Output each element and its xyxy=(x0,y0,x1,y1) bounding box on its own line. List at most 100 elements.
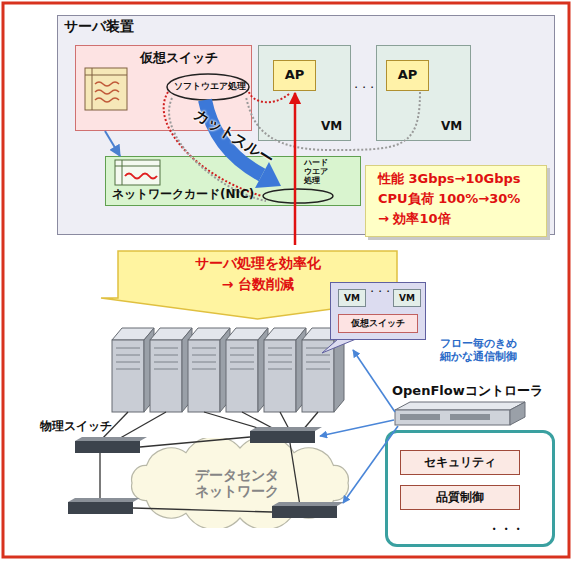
control-arrow xyxy=(353,350,395,412)
virtual-switch-box: 仮想スイッチ xyxy=(338,314,418,333)
server-front xyxy=(150,340,182,412)
node-text: ソフトウエア処理 xyxy=(174,82,246,92)
table-frame xyxy=(115,160,160,185)
drive-bay xyxy=(230,355,254,356)
drive-bay xyxy=(154,362,178,363)
flow-table-icon xyxy=(85,68,127,110)
node-text: サーバ処理を効率化 xyxy=(195,255,321,271)
controller-side xyxy=(510,402,525,425)
flow-path-dotted xyxy=(249,92,289,102)
server-top xyxy=(188,328,230,340)
node-text: 品質制御 xyxy=(436,491,484,505)
app-box: AP xyxy=(273,60,316,91)
network-cloud: データセンタ ネットワーク xyxy=(120,438,360,528)
server-front xyxy=(188,340,220,412)
drive-bay xyxy=(192,362,216,363)
connector-arrow xyxy=(105,131,120,156)
node-text: 仮想スイッチ xyxy=(140,51,218,66)
server-top xyxy=(226,328,268,340)
switch-body xyxy=(75,441,140,453)
node-text: → 効率10倍 xyxy=(378,212,451,227)
node-text: AP xyxy=(285,68,305,83)
drive-bay xyxy=(268,348,292,349)
cable xyxy=(99,453,100,502)
node-text: → 台数削減 xyxy=(222,276,295,292)
node-text: サーバ装置 xyxy=(64,18,134,34)
function-box: セキュリティ xyxy=(400,450,520,475)
drive-bay xyxy=(268,362,292,363)
server-side xyxy=(220,328,230,412)
packet-path xyxy=(294,93,297,245)
drive-bay xyxy=(192,369,216,370)
performance-callout: 性能 3Gbps→10GbpsCPU負荷 100%→30% → 効率10倍 xyxy=(365,165,547,237)
controller-bay xyxy=(450,414,490,420)
vm-box: VMAP xyxy=(376,45,471,141)
table-row xyxy=(85,75,127,76)
controller-illustration xyxy=(395,402,525,425)
switch-top xyxy=(68,498,140,502)
virtual-switch-box: 仮想スイッチソフトウエア処理 xyxy=(75,45,252,131)
outer-frame xyxy=(3,3,569,557)
software-ellipse xyxy=(167,74,249,100)
drive-bay xyxy=(230,348,254,349)
controller-function-panel: ・・・ セキュリティ品質制御 xyxy=(385,430,555,547)
server-rack-illustration xyxy=(112,328,344,412)
control-arrows xyxy=(320,350,398,503)
cable xyxy=(290,443,300,506)
cable xyxy=(204,412,268,431)
server-side xyxy=(334,328,344,412)
control-arrow xyxy=(320,420,394,436)
drive-bay xyxy=(192,355,216,356)
nic-table-icon xyxy=(115,160,160,185)
switch-top xyxy=(75,437,147,441)
drive-bay xyxy=(306,348,330,349)
switch-top xyxy=(250,427,322,431)
node-text: セキュリティ xyxy=(424,456,496,470)
controller-bay xyxy=(400,414,440,420)
cable xyxy=(140,437,250,447)
drive-bay xyxy=(268,369,292,370)
server-front xyxy=(264,340,296,412)
node-text: VM xyxy=(344,293,360,303)
switch-top xyxy=(272,502,344,506)
flow-path-dotted xyxy=(246,92,420,150)
node-text: VM xyxy=(321,120,342,134)
controller-top xyxy=(395,402,525,410)
ellipsis-label: ・・・ xyxy=(352,84,376,93)
network-cables xyxy=(100,412,318,512)
drive-bay xyxy=(306,355,330,356)
node-text: ・・・ xyxy=(488,523,524,537)
controller-label: OpenFlowコントローラ xyxy=(392,384,543,399)
cloud-shape xyxy=(132,438,349,528)
node-text: ハードウエア処理 xyxy=(304,158,330,186)
cable xyxy=(133,508,272,512)
switch-body xyxy=(272,506,337,518)
vm-box: VM AP xyxy=(258,45,351,141)
function-box: 品質制御 xyxy=(400,485,520,510)
drive-bay xyxy=(192,348,216,349)
drive-bay xyxy=(154,355,178,356)
nic-box: ネットワークカード(NIC) ハードウエア処理 xyxy=(105,156,361,206)
server-front xyxy=(112,340,144,412)
server-side xyxy=(144,328,154,412)
drive-bay xyxy=(154,348,178,349)
table-frame xyxy=(85,68,127,110)
node-text: VM xyxy=(399,293,415,303)
drive-bay xyxy=(116,348,140,349)
vm-box: VM xyxy=(338,289,366,307)
server-top xyxy=(264,328,306,340)
node-text: ネットワークカード(NIC) xyxy=(112,188,254,202)
app-box: AP xyxy=(386,60,429,91)
node-text: CPU負荷 100%→30% xyxy=(378,192,520,207)
drive-bay xyxy=(306,362,330,363)
controller-front xyxy=(395,410,510,425)
node-text: AP xyxy=(398,68,418,83)
table-col xyxy=(122,160,123,185)
node-text: 性能 3Gbps→10Gbps xyxy=(378,172,521,187)
switch-label: 物理スイッチ xyxy=(40,420,112,434)
vm-box: VM xyxy=(393,289,421,307)
physical-switches xyxy=(68,427,344,518)
server-front xyxy=(226,340,258,412)
drive-bay xyxy=(116,355,140,356)
